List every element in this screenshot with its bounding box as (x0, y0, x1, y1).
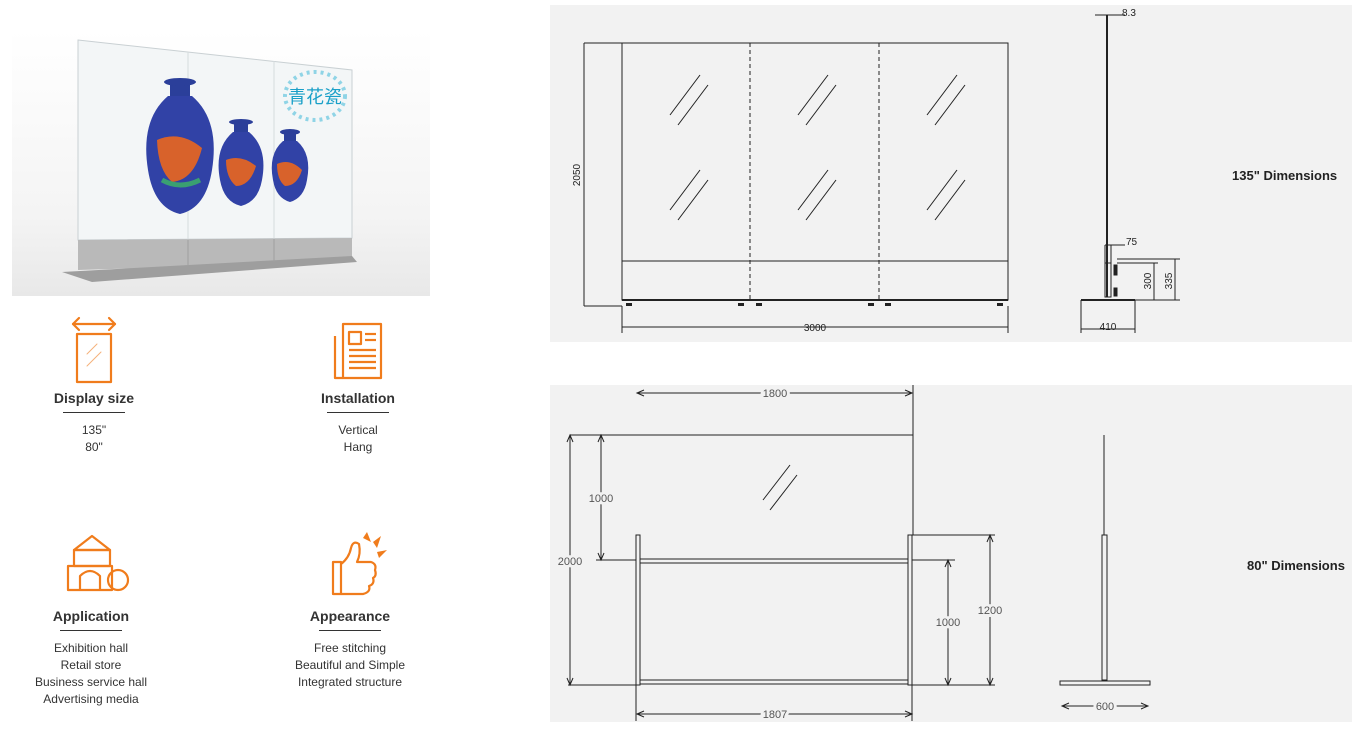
dim-135-height: 2050 (572, 163, 583, 186)
dim-80-screen-height: 1000 (589, 493, 613, 505)
drawing-135-panel: 2050 3000 8.3 75 300 335 410 135" Dimens… (550, 5, 1352, 342)
dim-135-base-inner: 300 (1143, 272, 1154, 289)
dim-80-base-width: 600 (1096, 701, 1114, 713)
feature-item: Business service hall (34, 675, 148, 689)
feature-item: Beautiful and Simple (294, 658, 406, 672)
feature-item: Integrated structure (297, 675, 403, 689)
drawing-80-svg: 1800 2000 1000 1000 1200 1807 600 (555, 385, 1151, 724)
feature-appearance: Appearance Free stitching Beautiful and … (250, 528, 450, 691)
dim-80-lower-height: 1000 (936, 617, 960, 629)
dim-135-thickness: 8.3 (1122, 8, 1136, 19)
transparent-display-illustration: 青花瓷 (62, 39, 357, 282)
feature-title: Appearance (309, 608, 391, 624)
feature-item: 135" (81, 423, 107, 437)
feature-display-size: Display size 135" 80" (0, 310, 194, 456)
logo-text: 青花瓷 (288, 87, 342, 107)
building-blocks-icon (66, 534, 130, 592)
feature-title: Application (52, 608, 130, 624)
feature-item: Vertical (338, 423, 378, 437)
title-divider (63, 412, 125, 413)
dimensions-135-label: 135" Dimensions (1232, 168, 1338, 183)
title-divider (327, 412, 389, 413)
feature-item: Advertising media (43, 692, 139, 706)
feature-item: Free stitching (313, 641, 387, 655)
title-divider (319, 630, 381, 631)
dim-135-base-outer: 335 (1164, 272, 1175, 289)
feature-item: Retail store (60, 658, 122, 672)
thumbs-up-icon (331, 532, 387, 596)
resize-frame-icon (71, 316, 117, 384)
dim-80-total-height: 2000 (558, 556, 582, 568)
dim-135-base-top: 75 (1126, 237, 1138, 248)
vase-large (146, 78, 214, 214)
feature-item: 80" (85, 440, 103, 454)
title-divider (60, 630, 122, 631)
dim-80-top-width: 1800 (763, 388, 787, 400)
product-image: 青花瓷 (12, 30, 430, 296)
glass-screen (77, 39, 353, 241)
document-layout-icon (333, 322, 383, 380)
drawing-135-svg: 2050 3000 8.3 75 300 335 410 (572, 8, 1180, 334)
feature-item: Exhibition hall (53, 641, 129, 655)
dim-135-width: 3000 (804, 323, 827, 334)
feature-installation: Installation Vertical Hang (258, 310, 458, 456)
feature-application: Application Exhibition hall Retail store… (0, 528, 191, 708)
vase-medium (218, 119, 264, 206)
vase-small (271, 129, 309, 202)
feature-title: Installation (321, 390, 395, 406)
dim-80-post-height: 1200 (978, 605, 1002, 617)
feature-item: Hang (343, 440, 373, 454)
dim-135-base-depth: 410 (1100, 322, 1117, 333)
dim-80-bottom-width: 1807 (763, 709, 787, 721)
drawing-80-panel: 1800 2000 1000 1000 1200 1807 600 80" Di… (550, 385, 1352, 724)
feature-title: Display size (53, 390, 135, 406)
dimensions-80-label: 80" Dimensions (1247, 558, 1345, 573)
